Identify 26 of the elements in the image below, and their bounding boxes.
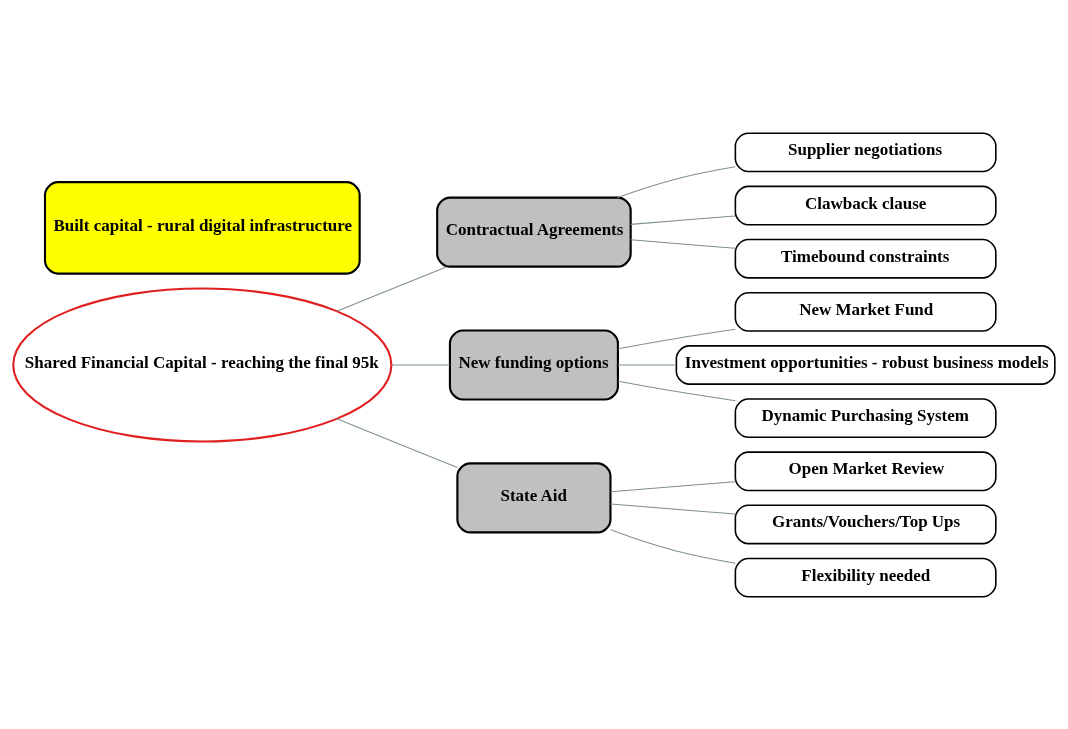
- node-box: New funding options: [448, 328, 619, 401]
- connector: [610, 480, 736, 492]
- connector: [617, 380, 736, 401]
- connector: [391, 363, 451, 366]
- node-box: Dynamic Purchasing System: [734, 397, 997, 438]
- connector: [336, 417, 458, 468]
- node-box: Supplier negotiations: [734, 131, 997, 172]
- node-box: New Market Fund: [734, 291, 997, 332]
- connector: [630, 238, 736, 249]
- connector: [610, 528, 736, 564]
- connector: [630, 214, 736, 225]
- node-box: Investment opportunities - robust business models: [675, 344, 1056, 385]
- connector: [336, 265, 448, 312]
- connector: [617, 165, 736, 198]
- connector: [617, 328, 736, 349]
- connector: [610, 502, 736, 515]
- node-box: Clawback clause: [734, 185, 997, 225]
- node-box: State Aid: [456, 461, 612, 533]
- node-box: Contractual Agreements: [436, 196, 632, 268]
- connector: [617, 363, 677, 366]
- node-box: Flexibility needed: [734, 557, 997, 598]
- node-ellipse: Shared Financial Capital - reaching the final 95k: [12, 286, 393, 443]
- node-box: Grants/Vouchers/Top Ups: [734, 504, 997, 544]
- node-box: Open Market Review: [734, 450, 997, 491]
- node-box: Built capital - rural digital infrastructure: [43, 180, 361, 275]
- node-box: Timebound constraints: [734, 238, 997, 279]
